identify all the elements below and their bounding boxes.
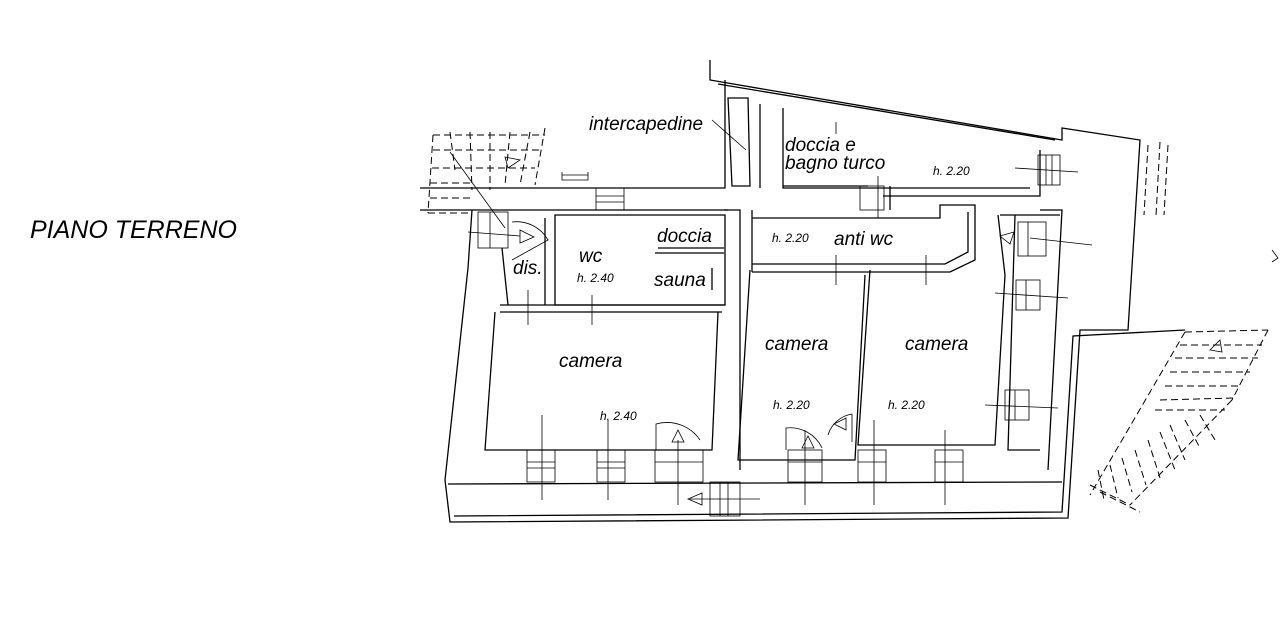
height-anti-wc: h. 2.20 xyxy=(772,231,809,245)
label-bagno-turco: bagno turco xyxy=(785,153,885,174)
interior-walls xyxy=(484,97,1063,471)
label-sauna: sauna xyxy=(654,270,706,291)
label-camera-right: camera xyxy=(905,334,968,355)
label-wc: wc xyxy=(579,246,603,267)
height-camera-right: h. 2.20 xyxy=(888,398,925,412)
label-doccia: doccia xyxy=(657,226,712,247)
label-camera-mid: camera xyxy=(765,334,828,355)
label-anti-wc: anti wc xyxy=(834,229,894,250)
height-wc-sauna: h. 2.40 xyxy=(577,271,614,285)
height-doccia-bagno-turco: h. 2.20 xyxy=(933,164,970,178)
room-labels: intercapedine doccia e bagno turco docci… xyxy=(513,114,968,372)
outer-walls xyxy=(420,60,1186,523)
right-exterior-stair xyxy=(1089,141,1269,513)
label-doccia-e: doccia e xyxy=(785,135,856,156)
label-dis: dis. xyxy=(513,258,543,279)
height-camera-mid: h. 2.20 xyxy=(773,398,810,412)
label-camera-left: camera xyxy=(559,351,622,372)
left-exterior-stair xyxy=(427,127,546,229)
height-labels: h. 2.20 h. 2.20 h. 2.40 h. 2.40 h. 2.20 … xyxy=(577,164,970,423)
height-camera-left: h. 2.40 xyxy=(600,409,637,423)
doors xyxy=(511,204,965,450)
label-intercapedine: intercapedine xyxy=(589,114,703,135)
floor-title: PIANO TERRENO xyxy=(30,216,237,244)
section-lines xyxy=(467,119,1279,506)
